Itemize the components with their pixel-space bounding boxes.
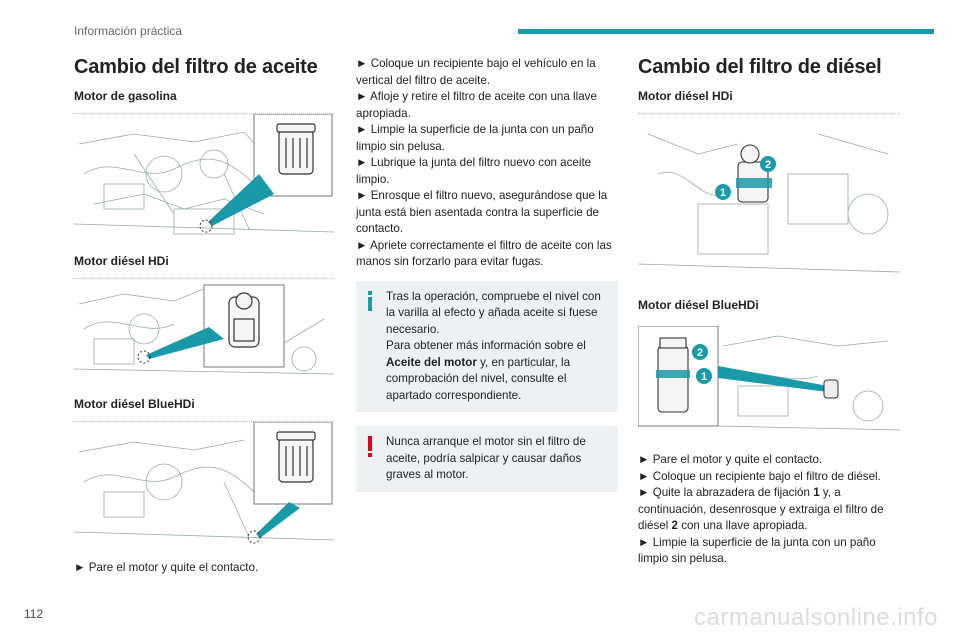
warning-text: Nunca arranque el motor sin el filtro de…: [386, 435, 586, 481]
illustration-diesel-bluehdi: 2 1: [637, 325, 901, 434]
diesel-steps-list: ► Pare el motor y quite el contacto. ► C…: [638, 452, 900, 568]
subtitle-gasoline: Motor de gasolina: [74, 89, 177, 103]
warning-box: Nunca arranque el motor sin el filtro de…: [356, 426, 618, 492]
diesel-step-2: ► Coloque un recipiente bajo el filtro d…: [638, 469, 881, 483]
svg-text:1: 1: [701, 371, 707, 383]
illustration-hdi-engine: [74, 278, 334, 379]
page-number: 112: [24, 607, 44, 621]
oil-step: ► Lubrique la junta del filtro nuevo con…: [356, 156, 592, 186]
watermark: carmanualsonline.info: [694, 604, 938, 631]
column-diesel-filter: Cambio del filtro de diésel Motor diésel…: [637, 56, 901, 568]
diesel-step-3: ► Quite la abrazadera de fijación 1 y, a…: [638, 486, 884, 532]
info-text-1: Tras la operación, compruebe el nivel co…: [386, 289, 601, 336]
callout-2-hdi: [760, 156, 776, 172]
diesel-filter-icon: [737, 144, 769, 203]
link-engine-oil: Aceite del motor: [386, 355, 477, 369]
svg-text:1: 1: [720, 187, 726, 199]
subtitle-diesel-bluehdi: Motor diésel BlueHDi: [638, 298, 759, 312]
oil-step: ► Enrosque el filtro nuevo, asegurándose…: [356, 189, 608, 235]
subtitle-bluehdi: Motor diésel BlueHDi: [74, 397, 195, 411]
warning-icon: [368, 436, 372, 457]
oil-step: ► Coloque un recipiente bajo el vehículo…: [356, 57, 596, 87]
column-oil-filter: Cambio del filtro de aceite Motor de gas…: [74, 56, 334, 577]
illustration-bluehdi-engine: [74, 421, 334, 546]
svg-text:2: 2: [765, 159, 771, 171]
info-text-2: Para obtener más información sobre el Ac…: [386, 339, 586, 402]
callout-1-bluehdi: [696, 368, 712, 384]
column-oil-steps: ► Coloque un recipiente bajo el vehículo…: [356, 56, 618, 492]
oil-filter-title: Cambio del filtro de aceite: [74, 56, 318, 78]
hdi-oil-filter-housing-icon: [228, 292, 260, 348]
bluehdi-oil-filter-icon: [276, 431, 316, 483]
header-accent-bar: [518, 29, 934, 34]
diesel-step-1: ► Pare el motor y quite el contacto.: [638, 453, 823, 466]
bluehdi-diesel-filter-icon: [657, 337, 689, 413]
subtitle-hdi: Motor diésel HDi: [74, 254, 169, 268]
section-header: Información práctica: [74, 24, 183, 38]
callout-2-bluehdi: [692, 344, 708, 360]
info-icon: [368, 290, 372, 311]
subtitle-diesel-hdi: Motor diésel HDi: [638, 89, 733, 103]
illustration-diesel-hdi: 2 1: [638, 113, 900, 278]
diesel-step-4: ► Limpie la superficie de la junta con u…: [638, 535, 876, 566]
diesel-filter-title: Cambio del filtro de diésel: [638, 56, 882, 78]
callout-1-hdi: [715, 184, 731, 200]
oil-step: ► Apriete correctamente el filtro de ace…: [356, 238, 612, 269]
oil-filter-icon: [276, 123, 316, 175]
oil-step: ► Afloje y retire el filtro de aceite co…: [356, 90, 597, 120]
info-box: Tras la operación, compruebe el nivel co…: [356, 280, 618, 412]
svg-text:2: 2: [697, 347, 703, 359]
oil-step-1: ► Pare el motor y quite el contacto.: [74, 561, 259, 574]
oil-step: ► Limpie la superficie de la junta con u…: [356, 123, 594, 153]
oil-steps-list: ► Coloque un recipiente bajo el vehículo…: [356, 56, 618, 271]
illustration-gasoline-engine: [74, 113, 334, 240]
